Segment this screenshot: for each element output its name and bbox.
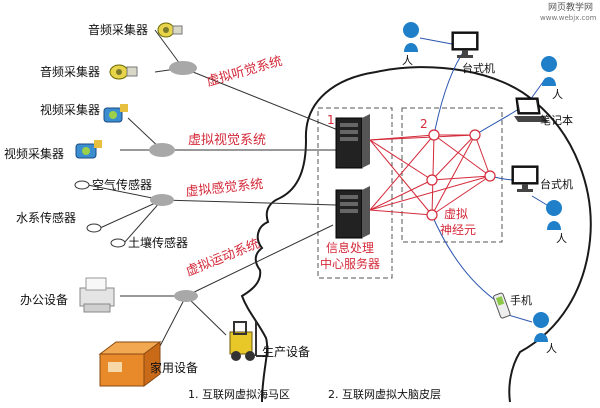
caption-cortex: 2. 互联网虚拟大脑皮层 (328, 387, 441, 401)
production-equipment-label: 生产设备 (262, 345, 310, 359)
box1-number: 1 (327, 113, 335, 127)
cortex-box (401, 107, 503, 243)
mobile-phone-icon (493, 292, 511, 319)
water-sensor-label: 水系传感器 (16, 210, 76, 225)
person-label: 人 (556, 232, 567, 245)
motion-system-label: 虚拟运动系统 (184, 237, 262, 280)
home-equipment-label: 家用设备 (150, 360, 198, 375)
neuron-nodes (426, 129, 496, 221)
watermark-line1: 网页教学网 (548, 1, 593, 13)
box2-number: 2 (420, 117, 428, 131)
neural-links (369, 134, 491, 216)
person-icon (403, 22, 419, 52)
audio-collector-label-1: 音频采集器 (88, 22, 148, 37)
server-icon (335, 186, 370, 239)
forklift-icon (229, 321, 266, 361)
air-sensor-node (74, 180, 90, 190)
sense-system-label: 虚拟感觉系统 (185, 176, 264, 200)
desktop-computer-icon (511, 165, 539, 192)
person-icon (541, 56, 557, 86)
watermark-line2: www.webjx.com (540, 14, 597, 22)
hearing-system-label: 虚拟听觉系统 (205, 54, 284, 90)
video-collector-icon (75, 140, 102, 159)
neuron-label-line2: 神经元 (440, 223, 476, 237)
video-collector-label-1: 视频采集器 (40, 102, 100, 117)
caption-hippocampus: 1. 互联网虚拟海马区 (188, 387, 290, 401)
home-appliance-icon (98, 341, 162, 387)
printer-icon (79, 277, 115, 313)
neuron-label-line1: 虚拟 (444, 207, 468, 221)
person-label: 人 (546, 342, 557, 355)
person-label: 人 (402, 54, 413, 67)
server-icon (335, 114, 370, 169)
laptop-label: 笔记本 (540, 113, 573, 127)
soil-sensor-label: 土壤传感器 (128, 235, 188, 250)
water-sensor-node (86, 223, 102, 233)
visual-hub (149, 143, 175, 157)
soil-sensor-node (110, 238, 126, 248)
sense-hub (150, 194, 174, 206)
office-equipment-label: 办公设备 (20, 292, 68, 307)
person-label: 人 (552, 88, 563, 101)
person-icon (533, 312, 549, 342)
laptop-icon (514, 97, 548, 122)
desktop-label-2: 台式机 (540, 177, 573, 191)
visual-system-label: 虚拟视觉系统 (188, 133, 266, 148)
video-collector-icon (103, 104, 128, 123)
server-caption-line1: 信息处理 (326, 240, 374, 255)
phone-label: 手机 (510, 293, 532, 307)
audio-collector-icon (109, 64, 138, 80)
air-sensor-label: 空气传感器 (92, 177, 152, 192)
video-collector-label-2: 视频采集器 (4, 146, 64, 161)
hippocampus-box (317, 107, 393, 279)
person-icon (546, 200, 562, 230)
audio-collector-label-2: 音频采集器 (40, 64, 100, 79)
desktop-computer-icon (451, 31, 479, 58)
motion-hub (174, 290, 198, 302)
server-caption-line2: 中心服务器 (320, 256, 380, 271)
desktop-label-1: 台式机 (462, 61, 495, 75)
hearing-hub (169, 61, 197, 75)
head-outline (240, 66, 592, 403)
audio-collector-icon (157, 22, 183, 38)
